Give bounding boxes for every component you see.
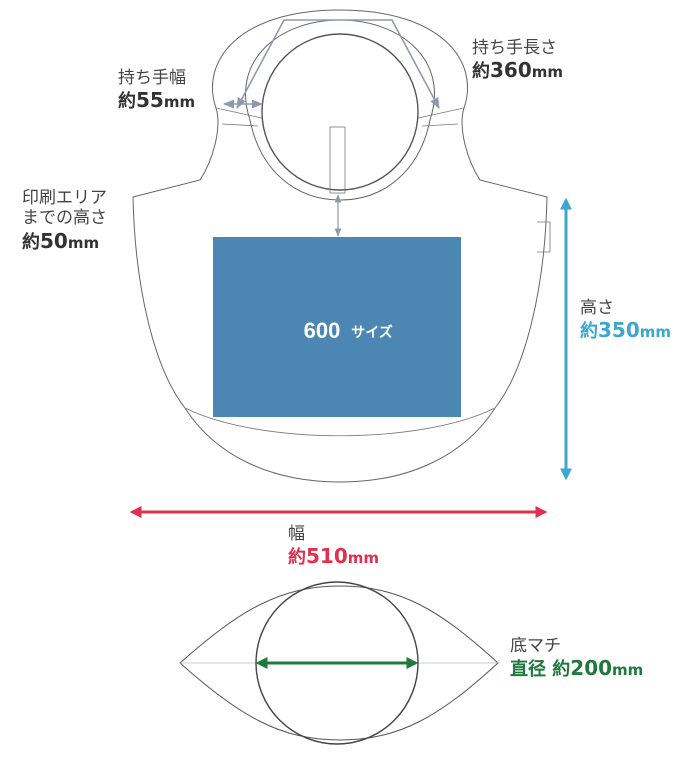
handle-width-value: 約55mm (118, 88, 196, 113)
gusset-value: 直径 約200mm (510, 656, 644, 681)
handle-band-left (215, 107, 263, 127)
handle-opening-inner (261, 33, 419, 191)
handle-band-right (417, 107, 465, 127)
print-offset-value: 約50mm (22, 228, 100, 253)
gusset-title: 底マチ (510, 636, 561, 656)
height-value: 約350mm (580, 318, 672, 343)
print-area (213, 237, 461, 417)
handle-length-dimension-line (236, 19, 440, 109)
handle-length-label: 持ち手長さ 約360mm (472, 38, 563, 83)
print-offset-label: 印刷エリア までの高さ 約50mm (22, 188, 107, 253)
handle-length-title: 持ち手長さ (472, 38, 557, 58)
width-value: 約510mm (288, 544, 380, 569)
handle-width-label: 持ち手幅 約55mm (118, 68, 195, 113)
width-label: 幅 約510mm (288, 524, 379, 569)
print-offset-title-line1: 印刷エリア (22, 188, 107, 208)
width-title: 幅 (288, 524, 305, 544)
side-tag (537, 221, 551, 253)
print-area-size: 600 (304, 318, 341, 343)
bag-bottom-seam (184, 407, 496, 437)
height-label: 高さ 約350mm (580, 298, 671, 343)
handle-length-value: 約360mm (472, 58, 564, 83)
height-title: 高さ (580, 298, 614, 318)
handle-width-title: 持ち手幅 (118, 68, 186, 88)
gusset-label: 底マチ 直径 約200mm (510, 636, 643, 681)
print-area-suffix: サイズ (351, 324, 393, 341)
print-offset-title-line2: までの高さ (22, 208, 107, 229)
hanging-tab (329, 126, 346, 194)
